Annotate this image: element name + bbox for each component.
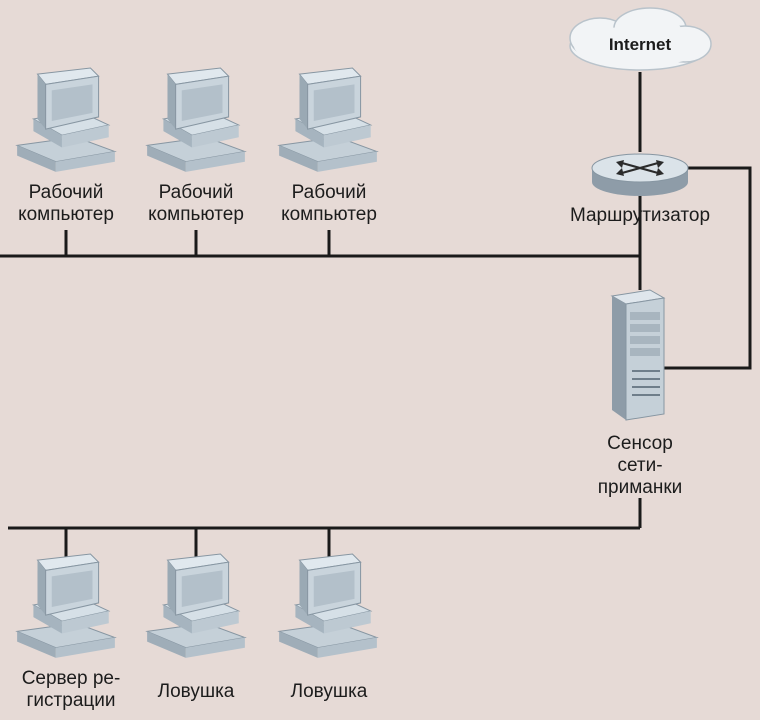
trap-2-icon [278, 553, 378, 659]
log-server-label: Сервер ре-гистрации [21, 668, 121, 711]
router-label: Маршрутизатор [569, 205, 711, 226]
trap-1-label: Ловушка [157, 681, 235, 702]
network-lines [0, 72, 752, 560]
sensor-label: Сенсор сети- приманки [597, 433, 683, 498]
workstation-3-icon [278, 67, 378, 173]
workstation-2-icon [146, 67, 246, 173]
log-server-icon [16, 553, 116, 659]
internet-cloud-icon [569, 7, 712, 71]
trap-1-icon [146, 553, 246, 659]
workstation-1-icon [16, 67, 116, 173]
trap-2-label: Ловушка [290, 681, 368, 702]
router-icon [591, 153, 689, 196]
sensor-server-icon [610, 289, 666, 421]
internet-label: Internet [608, 35, 672, 54]
